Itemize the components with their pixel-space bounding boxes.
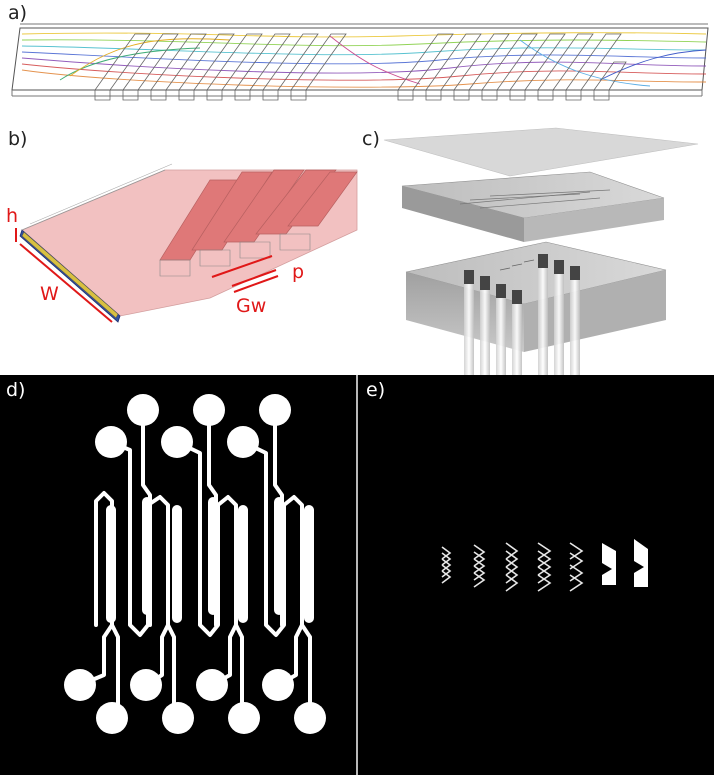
panel-c-label: c) bbox=[362, 128, 380, 150]
groove-mask-layout bbox=[441, 539, 648, 592]
panel-a: a) bbox=[0, 0, 714, 120]
dim-h-label: h bbox=[6, 205, 18, 227]
panel-divider bbox=[356, 375, 358, 775]
panel-e-label: e) bbox=[366, 379, 386, 401]
exploded-device-assembly bbox=[383, 127, 699, 375]
channel-mask-layout bbox=[64, 394, 326, 734]
panel-b: b) h W p Gw bbox=[0, 120, 360, 345]
mixer-streamline-simulation bbox=[11, 23, 709, 101]
panel-d-label: d) bbox=[6, 379, 26, 401]
dim-W-label: W bbox=[40, 283, 59, 305]
dim-Gw-label: Gw bbox=[236, 295, 266, 317]
dim-p-label: p bbox=[292, 261, 304, 283]
panel-b-label: b) bbox=[8, 128, 28, 150]
panel-a-label: a) bbox=[8, 2, 28, 24]
panel-e: e) bbox=[358, 375, 714, 775]
panel-c: c) bbox=[360, 120, 714, 375]
channel-geometry-3d: h W p Gw bbox=[6, 163, 358, 323]
panel-d: d) bbox=[0, 375, 356, 775]
